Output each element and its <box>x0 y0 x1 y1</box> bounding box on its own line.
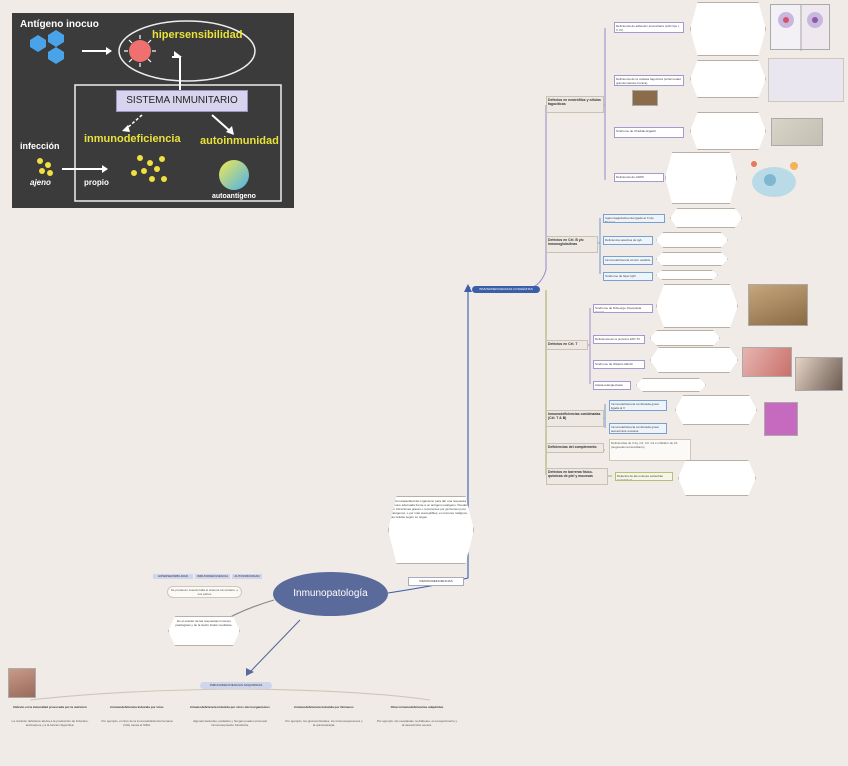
item-chediak-higashi[interactable]: Síndrome de Chédiak-Higashi <box>614 127 684 138</box>
acquired-column-microorganisms[interactable]: Inmunodeficiencia inducida por otros mic… <box>188 705 272 727</box>
foreign-label: ajeno <box>30 178 51 187</box>
item-iga-deficiency[interactable]: Deficiencia selectiva de IgA <box>603 236 653 245</box>
item-bruton[interactable]: Agammaglobulinemia ligada al X (de Bruto… <box>603 214 665 223</box>
detail-cvid <box>656 252 728 266</box>
detail-chediak <box>690 112 766 150</box>
detail-barriers <box>678 460 756 496</box>
congenital-header[interactable]: INMUNODEFICIENCIAS CONGÉNITAS <box>472 286 540 293</box>
column-title: Inmunodeficiencia inducida por otros mic… <box>190 705 270 709</box>
cell-diagram-g6pd <box>746 156 808 202</box>
item-ataxia[interactable]: Ataxia-telangiectasia <box>593 381 631 390</box>
item-complement: Deficiencias de C1q, C2, C3, C4 e inhibi… <box>609 439 691 461</box>
infection-label: infección <box>20 141 60 151</box>
photo-zap70 <box>742 347 792 377</box>
column-text: La nutrición deficiente afecta a la prod… <box>11 719 89 727</box>
immunodeficiency-description: Es la incapacidad del organismo para dar… <box>388 496 474 564</box>
illustration-graphics <box>30 20 282 202</box>
autoantigen-label: autoantígeno <box>212 193 256 200</box>
definition-note: Es el estudio de las respuestas inmunes … <box>168 616 240 646</box>
detail-ataxia <box>636 378 706 392</box>
photo-chediak-patient <box>771 118 823 146</box>
detail-bruton <box>670 208 742 228</box>
column-text: Por ejemplo, los glucocorticoides, los i… <box>285 719 363 727</box>
detail-oxidase <box>690 60 766 98</box>
photo-digeorge <box>748 284 808 326</box>
category-t-cell-defects[interactable]: Defectos en Cél. T <box>546 340 588 350</box>
item-oxidase-deficiency[interactable]: Deficiencia de la oxidasa fagocítica (en… <box>614 75 684 86</box>
acquired-header[interactable]: INMUNODEFICIENCIAS ADQUIRIDAS <box>200 682 272 689</box>
acquired-column-virus[interactable]: Inmunodeficiencia inducida por virus Por… <box>98 705 176 727</box>
column-title: Defecto en la inmunidad provocada por la… <box>13 705 87 709</box>
self-label: propio <box>84 178 109 187</box>
item-scid-ar[interactable]: Inmunodeficiencia combinada grave autosó… <box>609 423 667 434</box>
category-barrier-defects[interactable]: Defectos en barreras físico-químicas de … <box>546 468 608 485</box>
immunodeficiencies-node[interactable]: INMUNODEFICIENCIAS <box>408 577 464 586</box>
item-lad[interactable]: Deficiencia de adhesión leucocitaria (LA… <box>614 22 684 33</box>
detail-scid <box>675 395 757 425</box>
detail-lad <box>690 2 766 56</box>
acquired-column-nutrition[interactable]: Defecto en la inmunidad provocada por la… <box>10 705 90 727</box>
detail-digeorge <box>656 284 738 328</box>
photo-wiskott <box>795 357 843 391</box>
immune-system-illustration: Antígeno inocuo hipersensibilidad SISTEM… <box>12 13 294 208</box>
antigen-label: Antígeno inocuo <box>20 19 99 30</box>
column-title: Inmunodeficiencia inducida por fármacos <box>294 705 354 709</box>
item-g6pd[interactable]: Deficiencia de G6PD <box>614 173 664 182</box>
photo-lad-micrograph <box>770 4 830 51</box>
acquired-column-other[interactable]: Otras inmunodeficiencias adquiridas Por … <box>376 705 458 727</box>
oxidase-notes <box>768 58 844 102</box>
column-title: Inmunodeficiencia inducida por virus <box>110 705 164 709</box>
item-tight-junctions[interactable]: Defectos de las uniones estrechas (epite… <box>615 472 673 481</box>
detail-g6pd <box>665 152 737 204</box>
central-topic-node[interactable]: Inmunopatología <box>273 572 388 616</box>
immune-system-box: SISTEMA INMUNITARIO <box>116 90 248 112</box>
photo-scid-histology <box>764 402 798 436</box>
central-topic-label: Inmunopatología <box>293 588 368 599</box>
item-cvid[interactable]: Inmunodeficiencia común variable <box>603 256 653 265</box>
photo-granuloma <box>632 90 658 106</box>
autoimmunity-label: autoinmunidad <box>200 135 279 147</box>
item-digeorge[interactable]: Síndrome de DiGeorge (hipoplasia tímica) <box>593 304 653 313</box>
item-hyper-igm[interactable]: Síndrome de hiper IgM <box>603 272 653 281</box>
detail-hyper-igm <box>656 270 718 280</box>
item-zap70[interactable]: Deficiencia de la proteína ZAP-70 <box>593 335 645 344</box>
category-b-cell-defects[interactable]: Defectos en Cél. B y/o inmunoglobulinas <box>546 236 598 253</box>
detail-wiskott <box>650 347 738 373</box>
category-combined-defects[interactable]: Inmunodeficiencias combinadas (Cél. T & … <box>546 410 604 427</box>
acquired-column-drugs[interactable]: Inmunodeficiencia inducida por fármacos … <box>284 705 364 727</box>
item-wiskott-aldrich[interactable]: Síndrome de Wiskott-Aldrich <box>593 360 645 369</box>
photo-nutrition <box>8 668 36 698</box>
item-scid-x[interactable]: Inmunodeficiencia combinada grave ligada… <box>609 400 667 411</box>
tag-autoimmunity[interactable]: AUTOINMUNIDAD <box>232 574 262 579</box>
column-text: Algunas bacterias, parásitos y hongos pu… <box>192 719 268 727</box>
category-phagocyte-defects[interactable]: Defectos en neutrófilos y células fagocí… <box>546 96 604 113</box>
tag-hypersensitivity[interactable]: HIPERSENSIBILIDAD <box>153 574 193 579</box>
immunodeficiency-label: inmunodeficiencia <box>84 133 181 145</box>
category-complement-defects[interactable]: Deficiencias del complemento <box>546 443 604 453</box>
hypersensitivity-label: hipersensibilidad <box>152 29 243 41</box>
column-title: Otras inmunodeficiencias adquiridas <box>390 705 444 709</box>
detail-iga <box>656 232 728 248</box>
column-text: Por ejemplo, las neoplasias, la diabetes… <box>376 719 458 727</box>
failure-note: Se producen cuando falla el sistema inmu… <box>167 586 242 598</box>
tag-immunodeficiency[interactable]: INMUNODEFICIENCIA <box>195 574 230 579</box>
detail-zap70 <box>650 330 720 346</box>
column-text: Por ejemplo, el virus de la inmunodefici… <box>101 719 173 727</box>
